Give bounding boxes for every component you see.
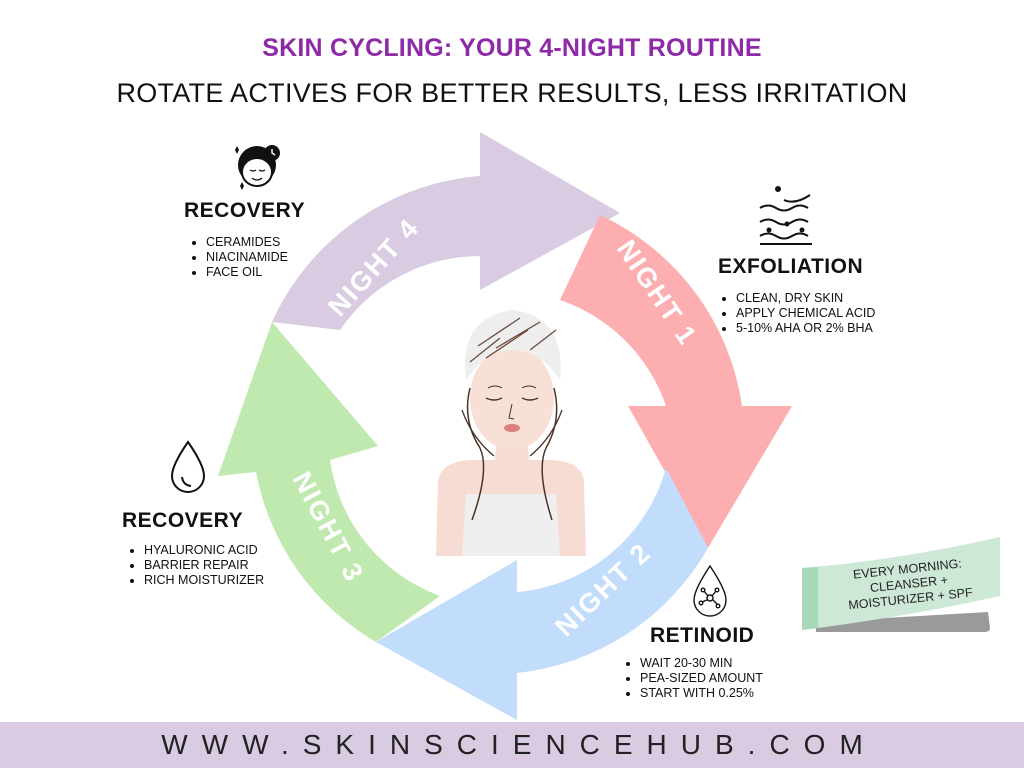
bullet-item: 5-10% AHA OR 2% BHA (736, 321, 875, 336)
bullet-item: CERAMIDES (206, 235, 305, 250)
footer-bar: WWW.SKINSCIENCEHUB.COM (0, 722, 1024, 768)
night-4-arrow (272, 132, 620, 330)
step-heading: RECOVERY (184, 199, 306, 222)
page-subtitle: ROTATE ACTIVES FOR BETTER RESULTS, LESS … (116, 78, 908, 108)
bullet-item: APPLY CHEMICAL ACID (736, 306, 875, 321)
night-3-arrow (218, 322, 440, 642)
step-bullets: CLEAN, DRY SKIN APPLY CHEMICAL ACID 5-10… (718, 291, 875, 336)
page-title: SKIN CYCLING: YOUR 4-NIGHT ROUTINE (262, 34, 762, 62)
molecule-drop-icon (693, 564, 727, 617)
night-2-arrow (376, 468, 708, 720)
woman-sleeping-clock-icon (235, 145, 280, 190)
night-1-arrow (560, 215, 792, 548)
bullet-item: FACE OIL (206, 265, 305, 280)
woman-towel-illustration (436, 310, 586, 556)
bullet-item: PEA-SIZED AMOUNT (640, 671, 763, 686)
step-bullets: WAIT 20-30 MIN PEA-SIZED AMOUNT START WI… (618, 656, 763, 701)
bullet-item: START WITH 0.25% (640, 686, 763, 701)
bullet-item: RICH MOISTURIZER (144, 573, 264, 588)
step-night1-exfoliation: EXFOLIATION CLEAN, DRY SKIN APPLY CHEMIC… (718, 255, 875, 336)
bullet-item: BARRIER REPAIR (144, 558, 264, 573)
step-night4-recovery: RECOVERY CERAMIDES NIACINAMIDE FACE OIL (184, 199, 305, 280)
skin-layers-exfoliation-icon (759, 186, 812, 245)
step-night3-recovery: RECOVERY HYALURONIC ACID BARRIER REPAIR … (122, 509, 264, 588)
step-night2-retinoid: RETINOID WAIT 20-30 MIN PEA-SIZED AMOUNT… (640, 624, 763, 701)
step-heading: RECOVERY (122, 509, 244, 532)
water-drop-icon (170, 440, 206, 493)
step-bullets: CERAMIDES NIACINAMIDE FACE OIL (184, 235, 305, 280)
morning-note-banner (802, 537, 1000, 632)
bullet-item: WAIT 20-30 MIN (640, 656, 763, 671)
bullet-item: HYALURONIC ACID (144, 543, 264, 558)
step-heading: RETINOID (650, 624, 755, 647)
step-bullets: HYALURONIC ACID BARRIER REPAIR RICH MOIS… (122, 543, 264, 588)
footer-url[interactable]: WWW.SKINSCIENCEHUB.COM (161, 729, 877, 760)
step-heading: EXFOLIATION (718, 255, 864, 278)
bullet-item: NIACINAMIDE (206, 250, 305, 265)
bullet-item: CLEAN, DRY SKIN (736, 291, 875, 306)
